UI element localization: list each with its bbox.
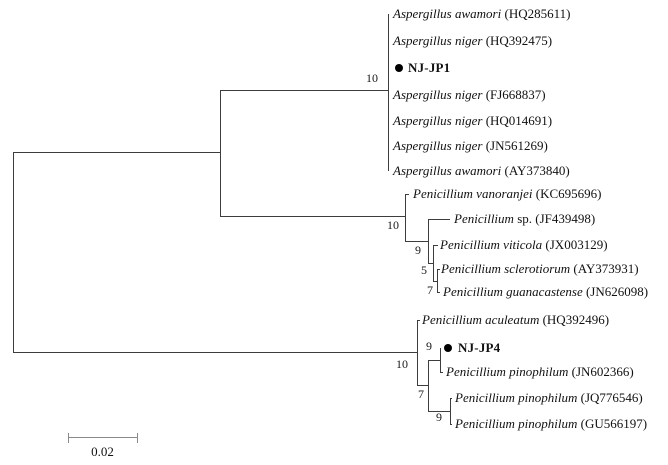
- bootstrap-value: 10: [387, 218, 399, 232]
- tree-branch: [437, 292, 440, 293]
- tree-branch: [220, 90, 388, 91]
- tree-branch: [428, 360, 440, 361]
- scale-bar-left-tick: [68, 433, 69, 443]
- taxon-species-name: Penicillium pinophilum: [455, 390, 578, 405]
- bootstrap-value: 9: [415, 243, 421, 257]
- sample-marker-dot: [444, 344, 452, 352]
- tree-branch: [13, 152, 14, 352]
- taxon-species-name: Aspergillus niger: [393, 138, 483, 153]
- tree-branch: [450, 398, 452, 399]
- tree-branch: [417, 320, 420, 321]
- taxon-accession: (GU566197): [577, 416, 648, 431]
- tree-branch: [428, 219, 429, 263]
- taxon-species-name: Penicillium: [454, 211, 514, 226]
- tree-branch: [450, 398, 451, 424]
- taxon-accession: (JN602366): [568, 364, 634, 379]
- bootstrap-value: 10: [366, 71, 378, 85]
- tree-branch: [13, 352, 417, 353]
- taxon-accession: (AY373931): [570, 261, 639, 276]
- taxon-accession: (KC695696): [532, 186, 602, 201]
- tree-branch: [405, 194, 409, 195]
- bootstrap-value: 5: [421, 263, 427, 277]
- tree-branch: [428, 360, 429, 411]
- taxon-accession: (HQ285611): [501, 6, 571, 21]
- taxon-species-name: Penicillium viticola: [440, 237, 543, 252]
- scale-bar-right-tick: [137, 433, 138, 443]
- taxon-label: Penicillium viticola (JX003129): [440, 237, 608, 253]
- taxon-label: Penicillium sclerotiorum (AY373931): [441, 261, 639, 277]
- taxon-species-name: Aspergillus niger: [393, 113, 483, 128]
- tree-branch: [433, 245, 438, 246]
- taxon-label: Aspergillus awamori (AY373840): [393, 163, 570, 179]
- taxon-accession: (HQ392475): [482, 33, 553, 48]
- taxon-label: Aspergillus awamori (HQ285611): [393, 6, 570, 22]
- tree-branch: [428, 411, 450, 412]
- taxon-species-name: Penicillium vanoranjei: [413, 186, 533, 201]
- taxon-label: Aspergillus niger (HQ392475): [393, 33, 552, 49]
- tree-branch: [433, 245, 434, 281]
- taxon-species-name: Penicillium guanacastense: [443, 284, 583, 299]
- taxon-accession: (JQ776546): [577, 390, 643, 405]
- taxon-label: Aspergillus niger (FJ668837): [393, 87, 546, 103]
- taxon-species-name: Aspergillus niger: [393, 33, 483, 48]
- tree-branch: [440, 348, 441, 372]
- bootstrap-value: 7: [418, 387, 424, 401]
- tree-branch: [437, 269, 440, 270]
- taxon-species-name: Penicillium aculeatum: [422, 312, 540, 327]
- tree-branch: [405, 241, 428, 242]
- tree-branch: [428, 263, 433, 264]
- tree-branch: [437, 269, 438, 292]
- bootstrap-value: 10: [396, 357, 408, 371]
- tree-branch: [450, 424, 452, 425]
- taxon-label: Penicillium pinophilum (JN602366): [446, 364, 634, 380]
- taxon-species-name: Aspergillus awamori: [393, 163, 502, 178]
- taxon-accession: (JX003129): [542, 237, 608, 252]
- taxon-accession: (AY373840): [501, 163, 570, 178]
- scale-bar-label: 0.02: [91, 444, 114, 459]
- taxon-accession: (FJ668837): [482, 87, 546, 102]
- taxon-label: Penicillium sp. (JF439498): [454, 211, 595, 227]
- tree-branch: [220, 216, 405, 217]
- tree-branch: [405, 194, 406, 241]
- tree-branch: [428, 219, 450, 220]
- taxon-accession: (HQ392496): [539, 312, 610, 327]
- bootstrap-value: 7: [427, 283, 433, 297]
- tree-branch: [388, 14, 389, 171]
- sample-taxon-label: NJ-JP4: [458, 340, 500, 356]
- taxon-label: Penicillium pinophilum (GU566197): [455, 416, 647, 432]
- sample-taxon-label: NJ-JP1: [408, 60, 450, 76]
- bootstrap-value: 9: [426, 339, 432, 353]
- taxon-accession: NJ-JP4: [458, 340, 501, 355]
- taxon-label: Penicillium guanacastense (JN626098): [443, 284, 648, 300]
- tree-branch: [433, 281, 437, 282]
- taxon-label: Aspergillus niger (JN561269): [393, 138, 548, 154]
- taxon-species-name: Penicillium pinophilum: [455, 416, 578, 431]
- taxon-accession: (JN626098): [582, 284, 649, 299]
- taxon-species-name: Penicillium sclerotiorum: [441, 261, 571, 276]
- taxon-label: Penicillium aculeatum (HQ392496): [422, 312, 609, 328]
- taxon-accession: sp. (JF439498): [513, 211, 596, 226]
- taxon-species-name: Aspergillus awamori: [393, 6, 502, 21]
- taxon-label: Aspergillus niger (HQ014691): [393, 113, 552, 129]
- taxon-accession: (JN561269): [482, 138, 548, 153]
- sample-marker-dot: [395, 64, 403, 72]
- tree-branch: [417, 385, 428, 386]
- tree-branch: [220, 90, 221, 216]
- taxon-label: Penicillium pinophilum (JQ776546): [455, 390, 643, 406]
- taxon-species-name: Aspergillus niger: [393, 87, 483, 102]
- taxon-label: Penicillium vanoranjei (KC695696): [413, 186, 601, 202]
- bootstrap-value: 9: [436, 410, 442, 424]
- tree-branch: [13, 152, 220, 153]
- taxon-accession: NJ-JP1: [408, 60, 451, 75]
- tree-branch: [417, 320, 418, 385]
- taxon-species-name: Penicillium pinophilum: [446, 364, 569, 379]
- tree-branch: [440, 372, 443, 373]
- scale-bar-line: [68, 437, 138, 438]
- taxon-accession: (HQ014691): [482, 113, 553, 128]
